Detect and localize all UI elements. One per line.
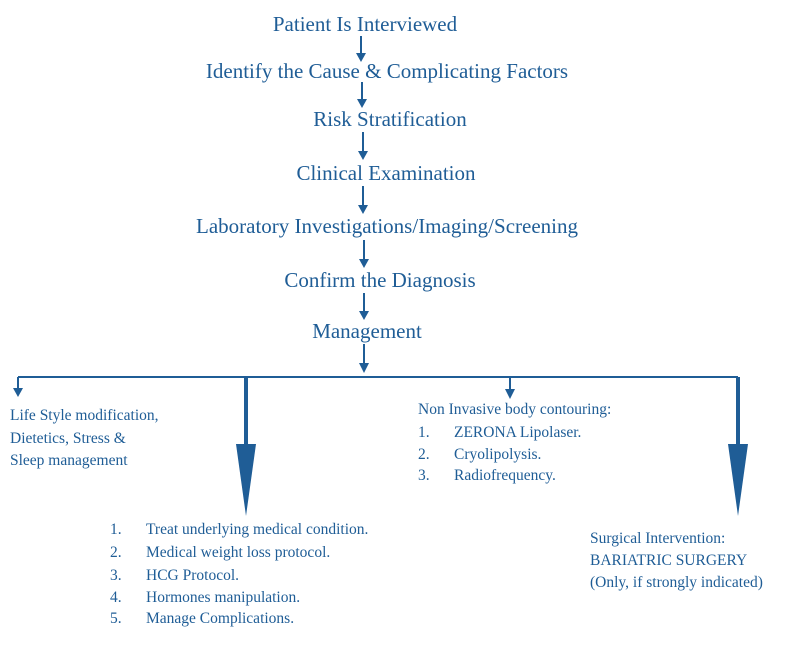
- branch-arrow-surgical: [728, 377, 748, 516]
- step-clinical-examination: Clinical Examination: [296, 161, 476, 185]
- branch-arrow-lifestyle: [13, 377, 23, 397]
- step-confirm-diagnosis: Confirm the Diagnosis: [284, 268, 475, 292]
- arrow-6: [359, 293, 369, 320]
- medical-item-num: 4.: [110, 589, 122, 606]
- lifestyle-line: Dietetics, Stress &: [10, 430, 126, 447]
- arrow-4: [358, 186, 368, 214]
- lifestyle-line: Sleep management: [10, 452, 128, 469]
- arrow-7: [359, 344, 369, 373]
- step-risk-stratification: Risk Stratification: [313, 107, 467, 131]
- branch-surgical: Surgical Intervention: BARIATRIC SURGERY…: [590, 530, 763, 591]
- medical-item-num: 2.: [110, 544, 122, 561]
- arrow-5: [359, 240, 369, 268]
- noninvasive-item-num: 1.: [418, 424, 430, 441]
- surgical-line: Surgical Intervention:: [590, 530, 725, 547]
- noninvasive-item-num: 2.: [418, 446, 430, 463]
- step-laboratory-investigations: Laboratory Investigations/Imaging/Screen…: [196, 214, 578, 238]
- arrow-2: [357, 82, 367, 108]
- medical-item-text: HCG Protocol.: [146, 567, 239, 584]
- medical-item-text: Medical weight loss protocol.: [146, 544, 330, 561]
- medical-item-num: 1.: [110, 521, 122, 538]
- branch-arrow-medical: [236, 377, 256, 516]
- branch-noninvasive: Non Invasive body contouring: 1. ZERONA …: [418, 401, 611, 484]
- medical-item-text: Treat underlying medical condition.: [146, 521, 368, 538]
- lifestyle-line: Life Style modification,: [10, 407, 159, 424]
- branch-arrow-noninvasive: [505, 377, 515, 399]
- step-management: Management: [312, 319, 422, 343]
- medical-item-text: Manage Complications.: [146, 610, 294, 627]
- noninvasive-title: Non Invasive body contouring:: [418, 401, 611, 418]
- surgical-line: BARIATRIC SURGERY: [590, 552, 747, 569]
- noninvasive-item-num: 3.: [418, 467, 430, 484]
- noninvasive-item-text: Cryolipolysis.: [454, 446, 541, 463]
- surgical-line: (Only, if strongly indicated): [590, 574, 763, 591]
- noninvasive-item-text: ZERONA Lipolaser.: [454, 424, 581, 441]
- arrow-1: [356, 36, 366, 62]
- branch-lifestyle: Life Style modification, Dietetics, Stre…: [10, 407, 159, 469]
- arrow-3: [358, 132, 368, 160]
- step-patient-interviewed: Patient Is Interviewed: [273, 12, 458, 36]
- medical-item-num: 3.: [110, 567, 122, 584]
- noninvasive-item-text: Radiofrequency.: [454, 467, 556, 484]
- step-identify-cause: Identify the Cause & Complicating Factor…: [206, 59, 568, 83]
- medical-item-num: 5.: [110, 610, 122, 627]
- medical-item-text: Hormones manipulation.: [146, 589, 300, 606]
- branch-medical: 1. Treat underlying medical condition. 2…: [110, 521, 368, 627]
